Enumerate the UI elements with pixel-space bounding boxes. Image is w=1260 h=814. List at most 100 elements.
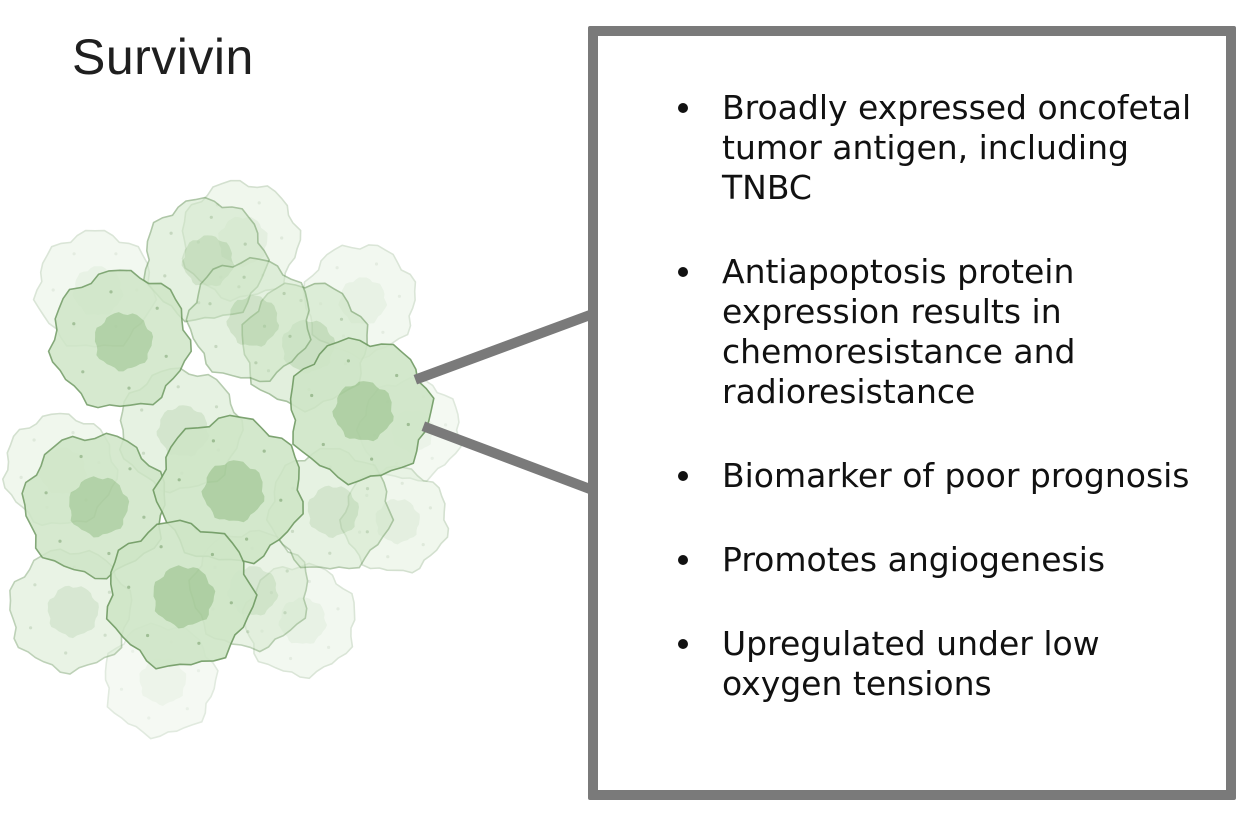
cell-granule xyxy=(242,275,246,279)
fact-text: Antiapoptosis protein expression results… xyxy=(722,252,1076,411)
cell-granule xyxy=(269,591,273,595)
cell-granule xyxy=(245,537,249,541)
cell-granule xyxy=(211,439,215,443)
cell-granule xyxy=(127,386,131,390)
cell-granule xyxy=(79,454,83,459)
cell-granule xyxy=(283,611,287,615)
cell-nucleus xyxy=(139,658,187,706)
info-box: Broadly expressed oncofetal tumor antige… xyxy=(588,26,1236,800)
cell-granule xyxy=(400,481,404,485)
tumor-cell xyxy=(185,256,312,383)
fact-item: Biomarker of poor prognosis xyxy=(678,456,1218,496)
cell-granule xyxy=(176,385,180,389)
cell-granule xyxy=(365,487,370,491)
cell-granule xyxy=(327,645,331,650)
bullet-icon xyxy=(678,471,688,481)
cell-granule xyxy=(288,334,292,338)
cell-granule xyxy=(214,344,218,349)
cell-granule xyxy=(328,551,332,555)
cell-granule xyxy=(381,330,385,334)
tumor-cell xyxy=(47,269,193,409)
cell-granule xyxy=(257,201,261,205)
cell-granule xyxy=(147,716,151,720)
cell-granule xyxy=(128,467,132,471)
cell-nucleus xyxy=(94,312,154,372)
cell-granule xyxy=(163,274,167,278)
fact-list: Broadly expressed oncofetal tumor antige… xyxy=(678,88,1218,704)
cell-granule xyxy=(103,633,107,637)
cell-granule xyxy=(386,555,390,559)
tumor-cell xyxy=(289,337,435,486)
cell-granule xyxy=(370,457,374,461)
tumor-cell xyxy=(241,562,356,680)
cell-granule xyxy=(374,262,379,266)
cell-granule xyxy=(289,656,293,661)
cell-granule xyxy=(58,539,62,543)
tumor-cell xyxy=(105,519,258,670)
cell-granule xyxy=(214,405,219,409)
bullet-icon xyxy=(678,267,688,277)
cell-granule xyxy=(64,651,68,655)
fact-text: Biomarker of poor prognosis xyxy=(722,456,1190,495)
cell-granule xyxy=(141,451,146,455)
cell-nucleus xyxy=(201,460,265,523)
cell-granule xyxy=(140,408,144,412)
cell-granule xyxy=(339,317,344,321)
cell-granule xyxy=(146,633,150,638)
cell-nucleus xyxy=(153,565,216,629)
cell-granule xyxy=(177,478,181,482)
cell-granule xyxy=(159,545,163,549)
cell-granule xyxy=(155,306,159,310)
cell-granule xyxy=(282,291,286,296)
callout-connector-upper xyxy=(413,305,605,385)
fact-item: Promotes angiogenesis xyxy=(678,540,1218,580)
cell-granule xyxy=(209,215,213,219)
cell-granule xyxy=(290,529,295,534)
cell-granule xyxy=(51,288,55,292)
cell-nucleus xyxy=(278,597,328,644)
cell-granule xyxy=(32,438,36,442)
cell-granule xyxy=(246,630,250,634)
cell-granule xyxy=(243,242,247,246)
cell-granule xyxy=(119,687,124,691)
tumor-cell xyxy=(21,432,166,580)
cell-granule xyxy=(346,359,350,363)
fact-text: Upregulated under low oxygen tensions xyxy=(722,624,1100,703)
cell-nucleus xyxy=(69,476,130,538)
cell-granule xyxy=(107,590,111,594)
cell-granule xyxy=(185,707,189,711)
cell-granule xyxy=(307,579,311,584)
cell-granule xyxy=(285,569,289,573)
cell-granule xyxy=(19,475,23,479)
cell-granule xyxy=(397,294,401,298)
cell-nucleus xyxy=(307,485,359,538)
cell-granule xyxy=(72,322,76,326)
bullet-icon xyxy=(678,555,688,565)
cell-granule xyxy=(262,449,266,453)
cell-granule xyxy=(229,601,233,605)
cell-granule xyxy=(428,506,432,510)
cell-granule xyxy=(109,290,113,294)
bullet-icon xyxy=(678,639,688,649)
cell-granule xyxy=(208,302,212,306)
cell-granule xyxy=(430,456,434,460)
cell-granule xyxy=(196,669,201,673)
callout-connector-lower xyxy=(421,421,605,499)
cell-granule xyxy=(29,626,33,630)
cell-granule xyxy=(107,551,111,556)
fact-item: Antiapoptosis protein expression results… xyxy=(678,252,1218,412)
cell-granule xyxy=(260,629,264,633)
cell-granule xyxy=(169,231,173,235)
cell-nucleus xyxy=(226,295,280,347)
cell-granule xyxy=(395,373,399,378)
cell-nucleus xyxy=(47,585,99,639)
cell-granule xyxy=(71,431,75,435)
cell-granule xyxy=(280,236,284,240)
cell-granule xyxy=(197,641,201,645)
bullet-icon xyxy=(678,103,688,113)
cell-granule xyxy=(421,543,425,547)
fact-text: Broadly expressed oncofetal tumor antige… xyxy=(722,88,1192,207)
fact-item: Upregulated under low oxygen tensions xyxy=(678,624,1218,704)
diagram-title: Survivin xyxy=(72,29,254,85)
